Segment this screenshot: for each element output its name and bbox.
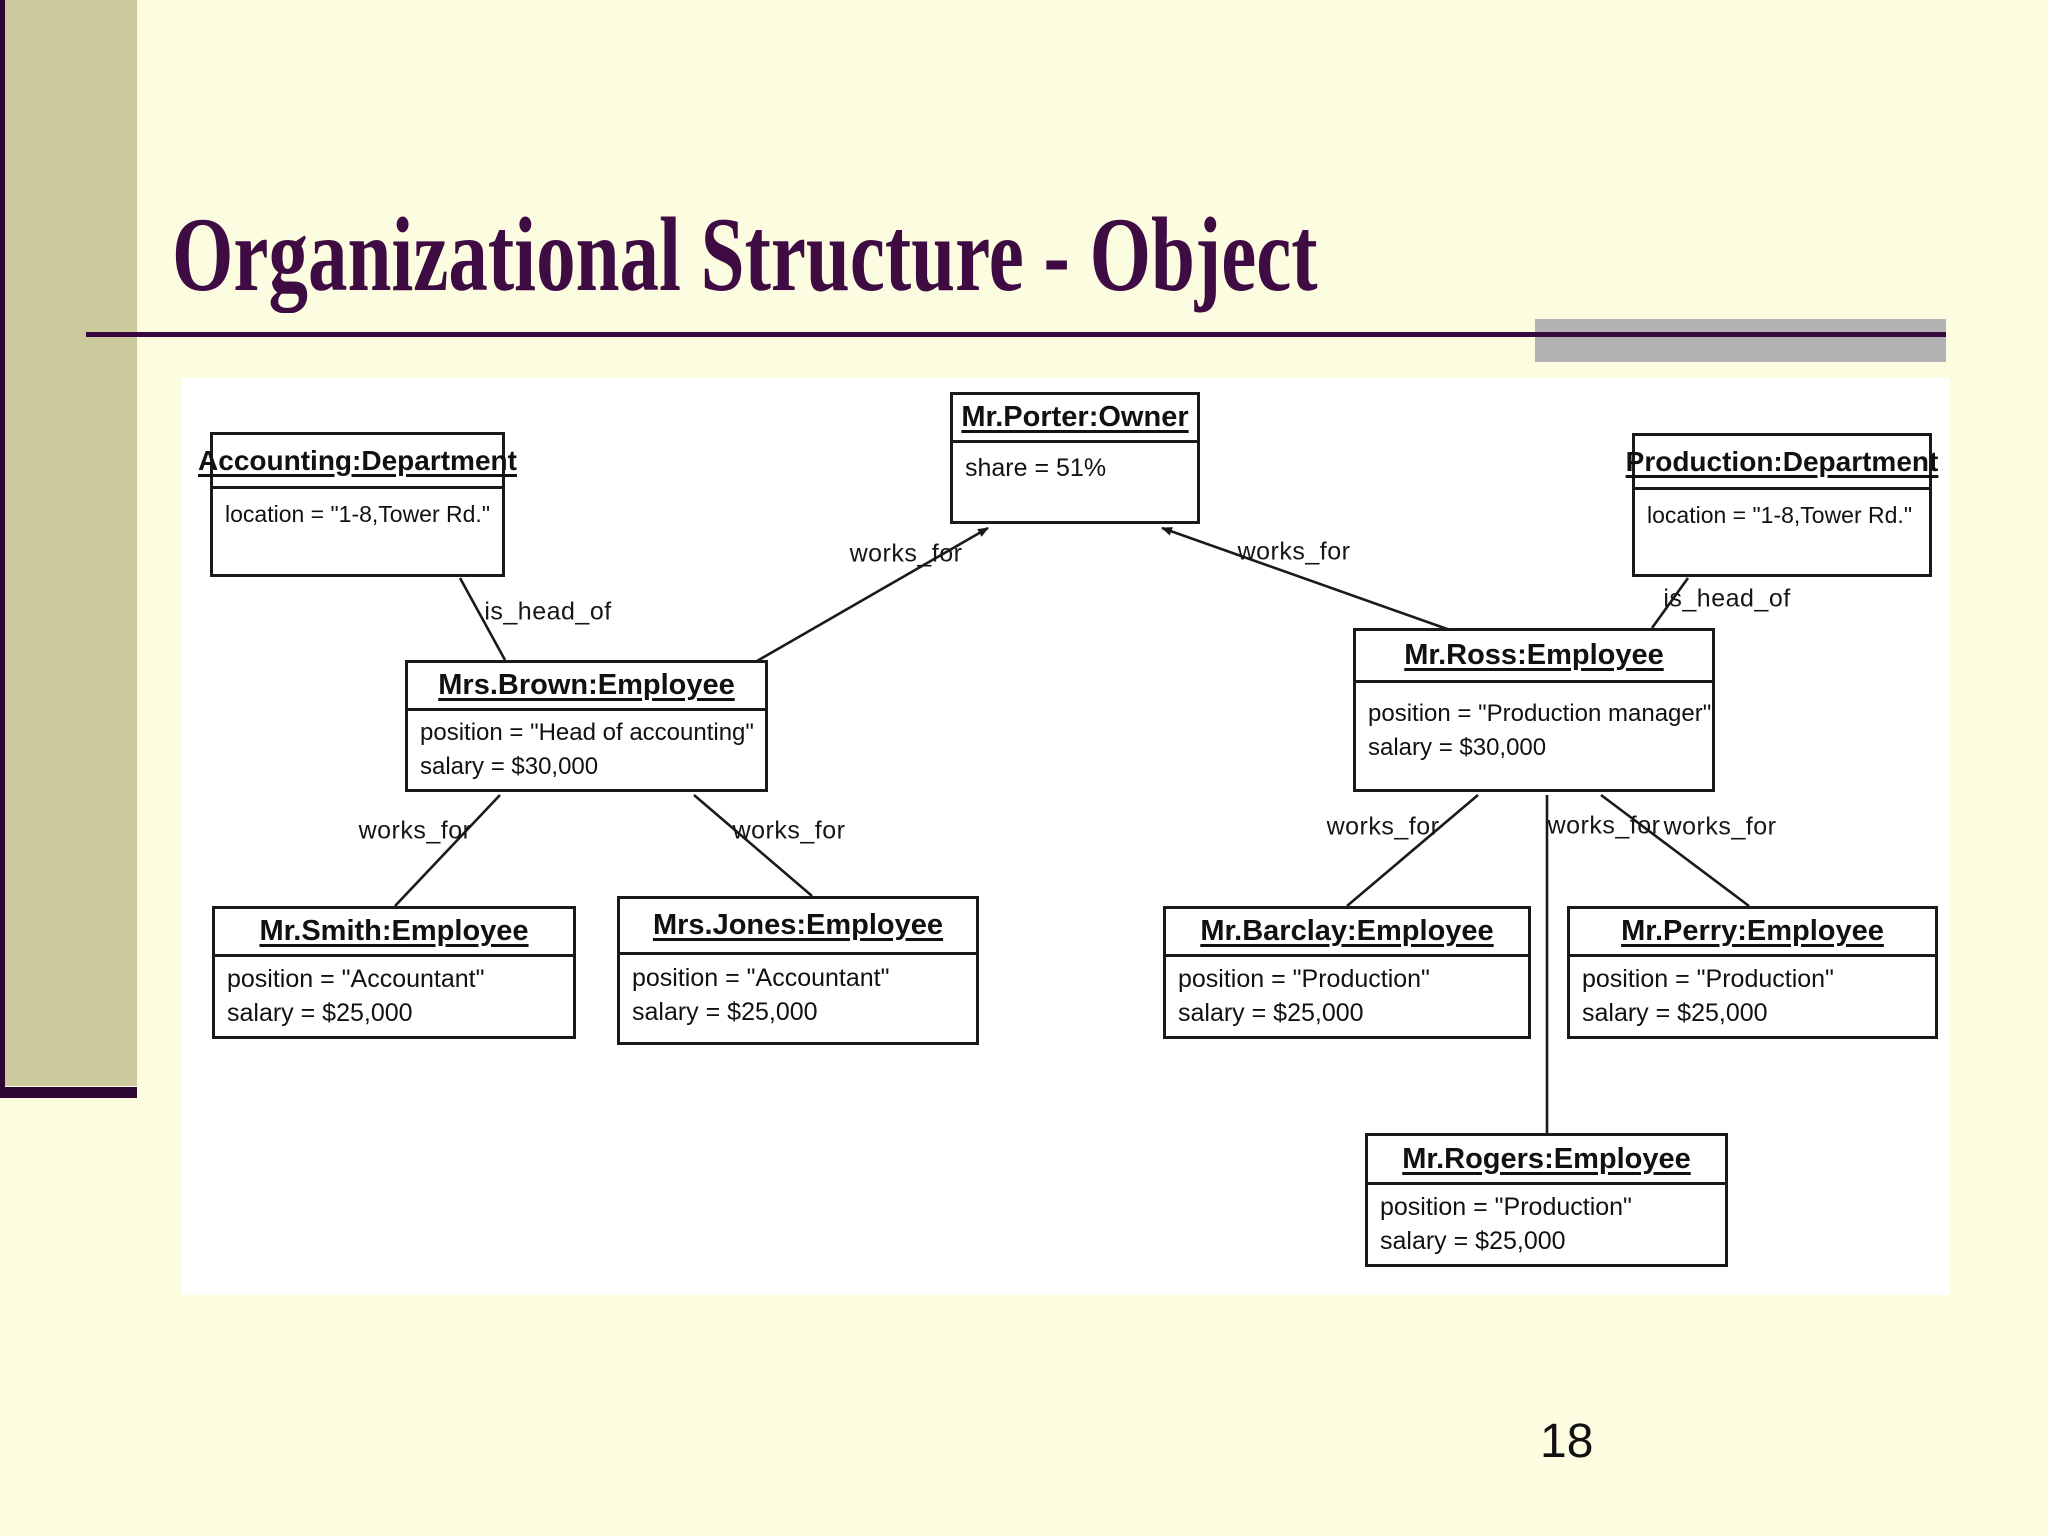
object-attribute: salary = $30,000 xyxy=(420,753,599,780)
object-attribute: salary = $25,000 xyxy=(1380,1227,1566,1255)
object-attribute: salary = $25,000 xyxy=(1178,999,1364,1027)
edge-works-for-smith-brown xyxy=(394,794,501,907)
object-box-production: Production:Department location = "1-8,To… xyxy=(1626,433,1938,577)
object-attribute: location = "1-8,Tower Rd." xyxy=(225,501,490,527)
title-rule-gray-block xyxy=(1535,319,1946,362)
object-name: Accounting:Department xyxy=(198,435,517,489)
object-attribute: location = "1-8,Tower Rd." xyxy=(1647,502,1912,528)
object-attribute: salary = $25,000 xyxy=(1582,999,1768,1027)
object-box-jones: Mrs.Jones:Employee position = "Accountan… xyxy=(617,896,979,1045)
edge-works-for-ross-porter xyxy=(1161,526,1451,632)
edge-label-works-for: works_for xyxy=(1237,537,1351,566)
object-name: Mr.Smith:Employee xyxy=(215,909,573,957)
edge-label-works-for: works_for xyxy=(849,539,963,568)
object-box-porter: Mr.Porter:Owner share = 51% xyxy=(950,392,1200,524)
title-rule xyxy=(86,332,1946,337)
object-name: Mr.Ross:Employee xyxy=(1356,631,1712,683)
object-name: Mrs.Brown:Employee xyxy=(408,663,765,711)
edge-label-works-for: works_for xyxy=(358,816,472,845)
edge-label-works-for: works_for xyxy=(1663,812,1777,841)
object-box-rogers: Mr.Rogers:Employee position = "Productio… xyxy=(1365,1133,1728,1267)
object-attribute: position = "Production" xyxy=(1380,1193,1632,1221)
object-box-accounting: Accounting:Department location = "1-8,To… xyxy=(198,432,517,577)
object-name: Mrs.Jones:Employee xyxy=(620,899,976,955)
object-box-brown: Mrs.Brown:Employee position = "Head of a… xyxy=(405,660,768,792)
object-attribute: salary = $25,000 xyxy=(227,999,413,1027)
edge-label-works-for: works_for xyxy=(1326,812,1440,841)
object-name: Mr.Rogers:Employee xyxy=(1368,1136,1725,1185)
edge-label-works-for: works_for xyxy=(1547,811,1661,840)
object-attribute: position = "Production" xyxy=(1582,965,1834,993)
sidebar-decoration xyxy=(0,0,137,1086)
sidebar-bottom-bar xyxy=(0,1087,137,1098)
object-attribute: position = "Production manager" xyxy=(1368,700,1712,727)
left-edge-strip xyxy=(0,0,5,1098)
edge-works-for-barclay-ross xyxy=(1346,794,1479,907)
edge-label-is-head-of: is_head_of xyxy=(484,597,612,626)
object-name: Mr.Barclay:Employee xyxy=(1166,909,1528,957)
edge-is-head-of-production-ross xyxy=(1650,577,1690,629)
page-number: 18 xyxy=(1540,1415,1594,1468)
object-attribute: share = 51% xyxy=(965,454,1107,482)
object-attribute: position = "Accountant" xyxy=(227,965,485,993)
page-title: Organizational Structure - Object xyxy=(172,196,1318,314)
edge-label-is-head-of: is_head_of xyxy=(1663,584,1791,613)
diagram-edges xyxy=(394,526,1750,1133)
diagram-panel: is_head_of works_for works_for is_head_o… xyxy=(182,378,1950,1295)
object-attribute: position = "Accountant" xyxy=(632,964,890,992)
object-box-perry: Mr.Perry:Employee position = "Production… xyxy=(1567,906,1938,1039)
object-box-smith: Mr.Smith:Employee position = "Accountant… xyxy=(212,906,576,1039)
edge-is-head-of-accounting-brown xyxy=(458,577,507,661)
object-box-barclay: Mr.Barclay:Employee position = "Producti… xyxy=(1163,906,1531,1039)
object-attribute: position = "Production" xyxy=(1178,965,1430,993)
object-attribute: position = "Head of accounting" xyxy=(420,719,754,746)
edge-works-for-perry-ross xyxy=(1600,793,1750,908)
object-name: Mr.Porter:Owner xyxy=(953,395,1197,443)
edge-works-for-jones-brown xyxy=(693,794,813,897)
edge-works-for-brown-porter xyxy=(756,526,989,663)
object-attribute: salary = $25,000 xyxy=(632,998,818,1026)
object-name: Mr.Perry:Employee xyxy=(1570,909,1935,957)
edge-label-works-for: works_for xyxy=(732,816,846,845)
object-attribute: salary = $30,000 xyxy=(1368,734,1547,761)
object-box-ross: Mr.Ross:Employee position = "Production … xyxy=(1353,628,1715,792)
object-name: Production:Department xyxy=(1626,436,1938,490)
